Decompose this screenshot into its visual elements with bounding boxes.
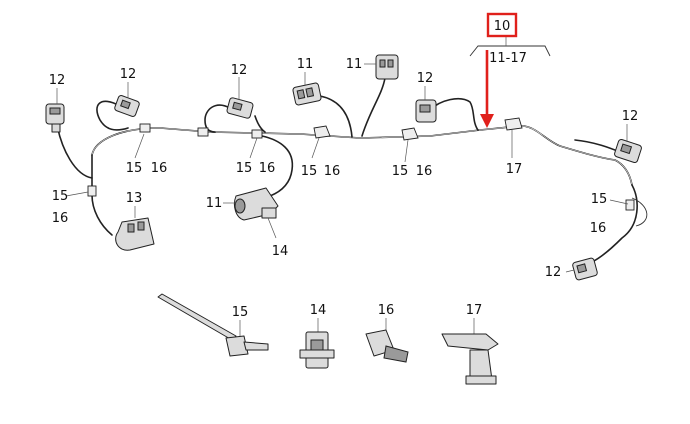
detail-part-16-label: 16 (378, 303, 395, 318)
callout-15: 15 (52, 189, 69, 204)
detail-part-14: 14 (299, 303, 335, 369)
callout-labels: 12 12 12 11 11 12 12 12 11 13 14 15 16 1… (49, 57, 639, 280)
callout-11: 11 (346, 57, 363, 72)
callout-16: 16 (52, 211, 69, 226)
connector-12-a (45, 103, 65, 133)
harness-clips (87, 117, 635, 211)
assembly-range-label: 11-17 (489, 51, 527, 66)
connector-13 (115, 217, 155, 251)
callout-11: 11 (206, 196, 223, 211)
callout-12: 12 (49, 73, 66, 88)
connector-11-c (233, 187, 279, 221)
detail-part-16: 16 (365, 303, 409, 363)
detail-part-17-label: 17 (466, 303, 483, 318)
assembly-ref-box: 10 11-17 (486, 12, 527, 66)
callout-11: 11 (297, 57, 314, 72)
callout-15: 15 (392, 164, 409, 179)
assembly-ref-number: 10 (494, 19, 511, 34)
connector-12-c (226, 97, 254, 119)
callout-15: 15 (301, 164, 318, 179)
connector-11-b (375, 54, 399, 80)
callout-16: 16 (416, 164, 433, 179)
branch-wires (56, 77, 621, 197)
callout-16: 16 (324, 164, 341, 179)
connector-11-a (292, 82, 322, 106)
callout-17: 17 (506, 162, 523, 177)
connector-12-d (415, 99, 437, 123)
leader-lines (56, 37, 629, 273)
callout-12: 12 (231, 63, 248, 78)
detail-part-17: 17 (441, 303, 499, 385)
callout-16: 16 (259, 161, 276, 176)
callout-15: 15 (236, 161, 253, 176)
callout-15: 15 (591, 192, 608, 207)
main-harness-wire (91, 125, 648, 263)
callout-16: 16 (151, 161, 168, 176)
connector-12-f (572, 257, 598, 281)
detail-part-15-label: 15 (232, 305, 249, 320)
detail-part-15: 15 (157, 293, 269, 357)
assembly-callout-arrow (480, 50, 494, 128)
callout-14: 14 (272, 244, 289, 259)
callout-12: 12 (120, 67, 137, 82)
connector-12-e (614, 139, 642, 163)
callout-12: 12 (417, 71, 434, 86)
callout-12: 12 (545, 265, 562, 280)
callout-12: 12 (622, 109, 639, 124)
callout-13: 13 (126, 191, 143, 206)
detail-part-14-label: 14 (310, 303, 327, 318)
callout-15: 15 (126, 161, 143, 176)
connector-12-b (114, 95, 140, 117)
callout-16: 16 (590, 221, 607, 236)
